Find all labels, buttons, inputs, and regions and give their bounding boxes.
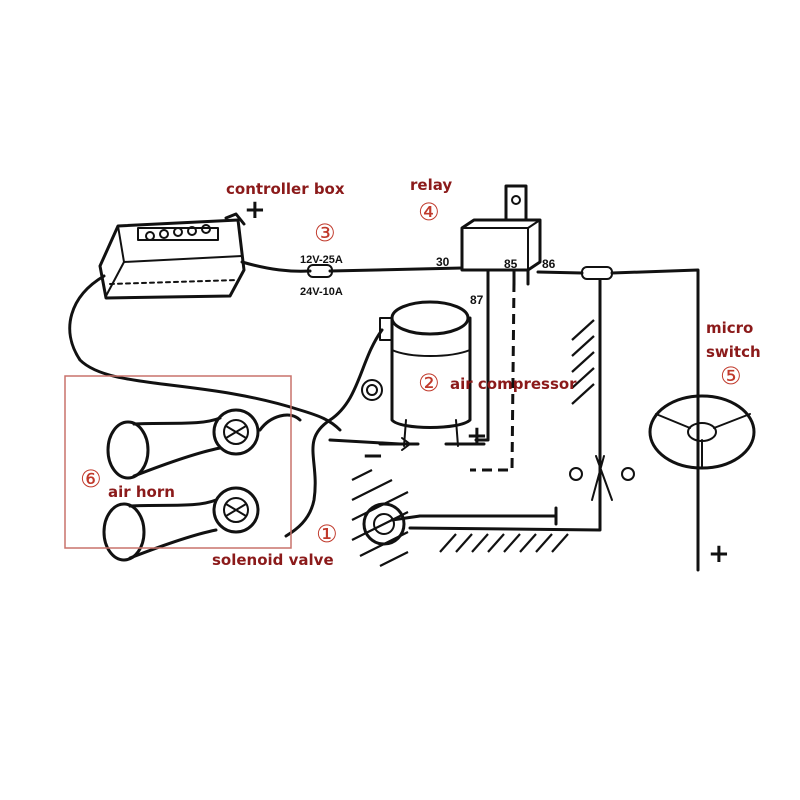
air-horn-highlight-box bbox=[64, 375, 292, 549]
valve-rod bbox=[418, 506, 558, 526]
wiring bbox=[68, 260, 700, 572]
air-horn-upper bbox=[106, 408, 260, 480]
fuse bbox=[299, 264, 333, 278]
number-3-marker: ③ bbox=[314, 219, 336, 247]
relay-pin-85: 85 bbox=[504, 257, 518, 271]
relay bbox=[460, 184, 542, 286]
ground-arrow-icon bbox=[391, 437, 411, 451]
fuse-rating-24v: 24V-10A bbox=[300, 286, 343, 298]
fuse-rating-12v: 12V-25A bbox=[300, 254, 343, 266]
switch-post-hatch bbox=[571, 319, 595, 405]
number-1-marker: ① bbox=[316, 520, 338, 548]
minus-sign-ground: − bbox=[362, 441, 384, 471]
solenoid-valve bbox=[351, 469, 409, 567]
plus-sign-battery: + bbox=[244, 195, 266, 225]
steering-wheel-switch bbox=[648, 394, 756, 470]
relay-pin-30: 30 bbox=[436, 255, 450, 269]
air-horn-lower bbox=[102, 486, 260, 562]
micro-switch-label-line1: micro bbox=[706, 319, 753, 337]
micro-switch-label-line2: switch bbox=[706, 343, 761, 361]
number-2-marker: ② bbox=[418, 369, 440, 397]
relay-pin-87: 87 bbox=[470, 293, 484, 307]
scissors-switch-icon bbox=[569, 455, 635, 501]
relay-label: relay bbox=[410, 176, 452, 194]
relay-pin-86: 86 bbox=[542, 257, 556, 271]
controller-box-label: controller box bbox=[226, 180, 345, 198]
battery bbox=[98, 212, 246, 300]
plus-sign-compressor: + bbox=[466, 421, 488, 451]
number-4-marker: ④ bbox=[418, 198, 440, 226]
air-horn-label: air horn bbox=[108, 483, 175, 501]
number-5-marker: ⑤ bbox=[720, 362, 742, 390]
air-compressor-label: air compressor bbox=[450, 375, 577, 393]
junction-connector bbox=[581, 266, 613, 280]
number-6-marker: ⑥ bbox=[80, 465, 102, 493]
plus-sign-switch: + bbox=[708, 539, 730, 569]
solenoid-valve-label: solenoid valve bbox=[212, 551, 334, 569]
ground-hatch bbox=[439, 533, 569, 553]
